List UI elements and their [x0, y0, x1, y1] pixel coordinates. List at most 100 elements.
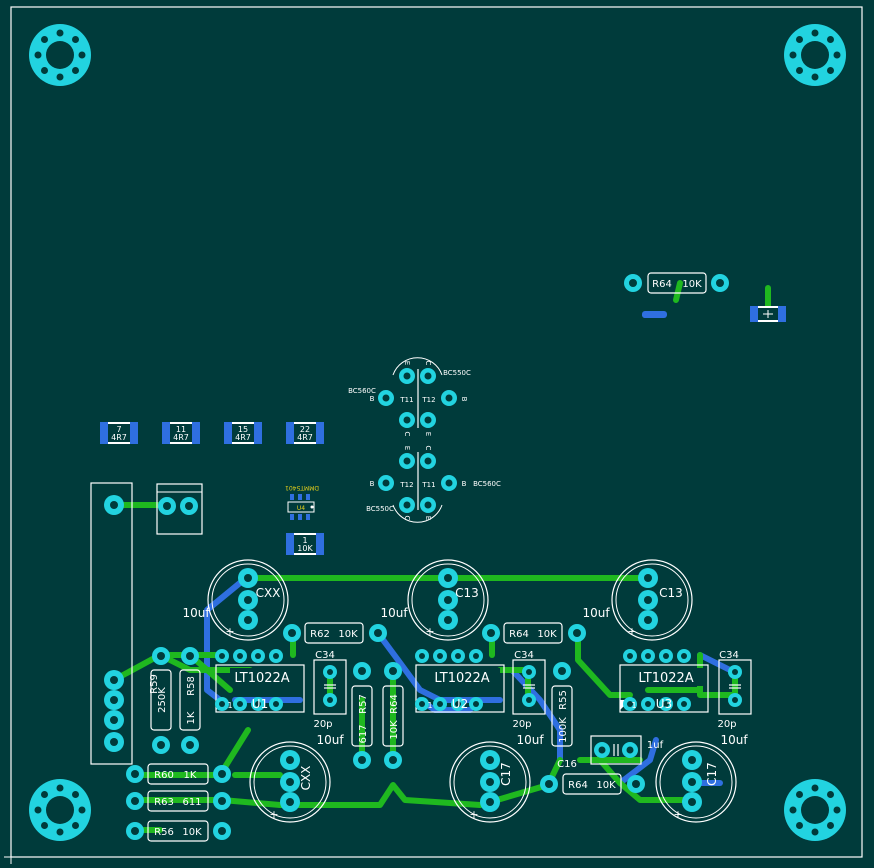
svg-text:10K: 10K	[389, 720, 400, 740]
cap-cxx-bottom: CXX + 10uf	[249, 733, 344, 823]
mounting-hole	[29, 779, 91, 841]
resistor-r62: R62 10K	[283, 622, 387, 644]
resistor-r55: R55 100K	[551, 662, 573, 747]
smd-resistor-7: 7 4R7	[100, 422, 138, 444]
transistor-t12-bottom: E C C E B B T12 T11 BC560C BC550C	[366, 446, 501, 523]
svg-text:+: +	[269, 808, 278, 821]
smd-cap-top-right	[750, 306, 786, 322]
svg-text:1K: 1K	[184, 770, 197, 781]
svg-text:611: 611	[182, 797, 201, 808]
svg-text:B: B	[462, 480, 467, 488]
svg-text:LT1022A: LT1022A	[234, 671, 289, 686]
cap-cxx-top: CXX + 10uf	[182, 559, 289, 641]
svg-text:U2: U2	[452, 697, 468, 711]
cap-c34-u2: C34 20p	[512, 650, 546, 730]
bc550c-label: BC550C	[443, 369, 471, 377]
svg-text:+: +	[225, 625, 234, 638]
svg-text:C13: C13	[455, 586, 479, 600]
svg-text:C34: C34	[719, 650, 739, 661]
svg-text:CXX: CXX	[256, 586, 281, 600]
svg-text:1: 1	[631, 701, 636, 710]
svg-text:B: B	[370, 480, 375, 488]
bc560c-label: BC560C	[473, 480, 501, 488]
mounting-holes	[29, 24, 846, 841]
t11-label: T11	[399, 396, 413, 404]
terminal-block	[156, 483, 203, 535]
svg-text:R63: R63	[154, 797, 174, 808]
smd-resistor-1: 1 10K	[286, 533, 324, 555]
svg-text:C: C	[403, 516, 411, 521]
smd-value: 4R7	[235, 433, 251, 442]
ic-u1: LT1022A U1 1	[215, 649, 305, 713]
svg-text:20p: 20p	[313, 719, 332, 730]
resistor-r64-mid: R64 10K	[482, 622, 586, 644]
bc560c-label: BC560C	[348, 387, 376, 395]
smd-value: 4R7	[111, 433, 127, 442]
smd-pad	[642, 311, 667, 318]
svg-text:C34: C34	[315, 650, 335, 661]
svg-text:R64: R64	[568, 780, 588, 791]
svg-text:LT1022A: LT1022A	[638, 671, 693, 686]
svg-text:C17: C17	[705, 762, 719, 786]
smd-resistor-22: 22 4R7	[286, 422, 324, 444]
cap-c34-u3: C34 20p	[717, 650, 752, 730]
cap-c34-u1: C34 20p	[313, 650, 347, 730]
svg-text:E: E	[403, 361, 411, 365]
mounting-hole	[784, 24, 846, 86]
mounting-hole	[784, 779, 846, 841]
ic-u2: LT1022A U2 1	[415, 649, 505, 713]
svg-text:10K: 10K	[182, 827, 202, 838]
resistor-r60: R60 1K	[126, 763, 231, 785]
svg-text:1K: 1K	[186, 711, 197, 724]
cap-c13-right: C13 + 10uf	[582, 559, 693, 641]
svg-text:10K: 10K	[537, 629, 557, 640]
smd-resistor-11: 11 4R7	[162, 422, 200, 444]
svg-text:1: 1	[427, 701, 432, 710]
u4-label: U4	[297, 505, 305, 512]
connector-header	[90, 482, 133, 765]
smd-label: 1	[302, 536, 307, 545]
svg-text:20p: 20p	[512, 719, 531, 730]
svg-text:R58: R58	[186, 676, 197, 696]
resistor-r63: R63 611	[126, 790, 231, 812]
svg-text:C: C	[403, 432, 411, 437]
svg-text:10uf: 10uf	[720, 733, 748, 747]
svg-text:C16: C16	[557, 759, 577, 770]
resistor-r58: R58 1K	[179, 647, 201, 754]
svg-text:10uf: 10uf	[182, 606, 210, 620]
smd-label: 22	[300, 425, 310, 434]
t11-label: T11	[421, 481, 435, 489]
svg-text:617: 617	[358, 724, 369, 743]
svg-text:E: E	[403, 446, 411, 450]
svg-text:+: +	[425, 625, 434, 638]
svg-text:CXX: CXX	[299, 766, 313, 791]
svg-text:R55: R55	[558, 690, 569, 710]
svg-text:10K: 10K	[682, 279, 702, 290]
svg-text:R59: R59	[149, 674, 160, 694]
svg-text:C17: C17	[499, 762, 513, 786]
resistor-r64-bottom: R64 10K	[540, 773, 645, 795]
svg-text:1: 1	[227, 701, 232, 710]
svg-text:C: C	[424, 446, 432, 451]
svg-text:E: E	[424, 432, 432, 436]
svg-text:U3: U3	[656, 697, 672, 711]
t12-label: T12	[421, 396, 435, 404]
resistor-r64-top: R64 10K	[624, 272, 729, 294]
svg-text:10uf: 10uf	[516, 733, 544, 747]
origin-marker	[4, 850, 20, 864]
svg-text:R62: R62	[310, 629, 330, 640]
svg-text:1uf: 1uf	[647, 740, 664, 751]
cap-c17-right: C17 + 10uf	[655, 733, 748, 823]
svg-text:10uf: 10uf	[582, 606, 610, 620]
svg-text:R56: R56	[154, 827, 174, 838]
svg-text:R64: R64	[652, 279, 672, 290]
resistor-r64-vertical: R64 10K	[382, 662, 404, 769]
smd-resistor-15: 15 4R7	[224, 422, 262, 444]
svg-text:B: B	[460, 397, 468, 402]
svg-text:C34: C34	[514, 650, 534, 661]
smd-value: 4R7	[297, 433, 313, 442]
svg-text:U1: U1	[252, 697, 268, 711]
transistor-t11-top: E C C E B B T11 T12 BC560C BC550C	[348, 357, 471, 437]
